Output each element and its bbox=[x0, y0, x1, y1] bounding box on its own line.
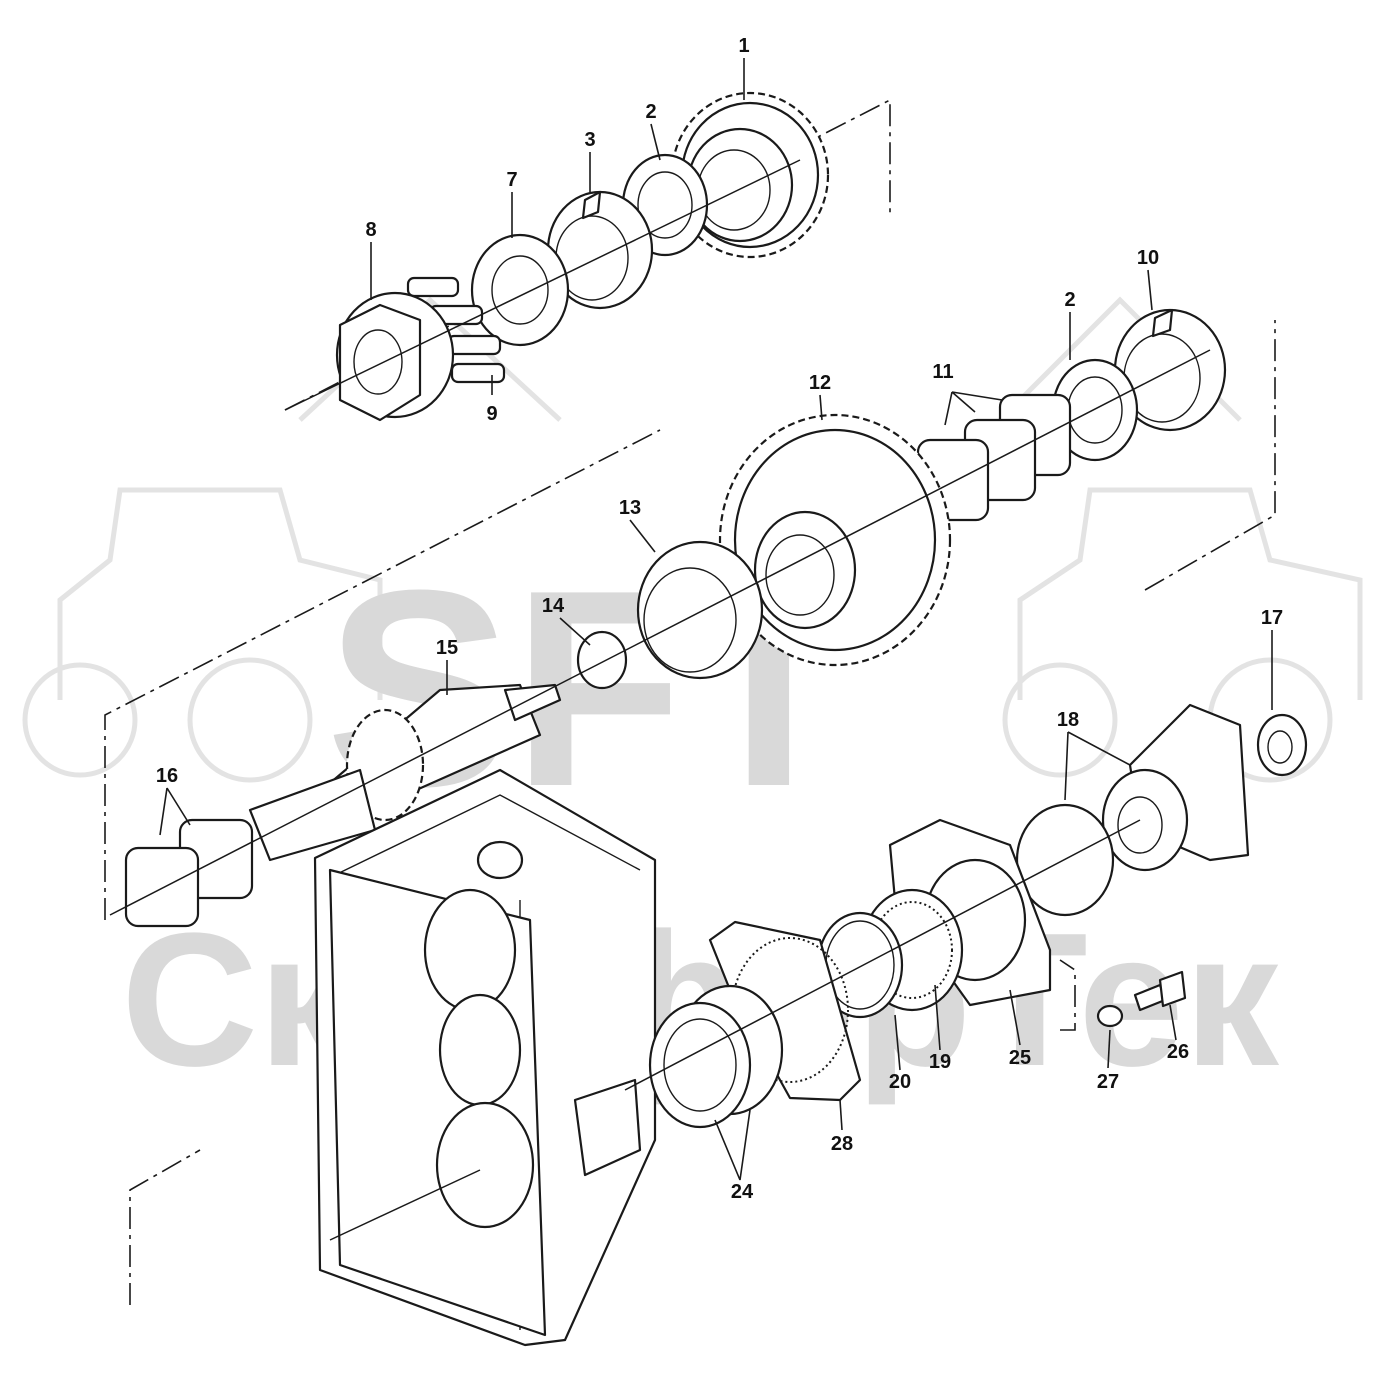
callout-24: 24 bbox=[731, 1181, 754, 1203]
callout-11: 11 bbox=[932, 361, 953, 383]
part-coupling-8 bbox=[335, 291, 455, 422]
callout-15: 15 bbox=[436, 637, 458, 659]
part-seal-17 bbox=[1256, 713, 1308, 777]
callout-25: 25 bbox=[1009, 1047, 1031, 1069]
callout-20: 20 bbox=[889, 1071, 911, 1093]
callout-18: 18 bbox=[1057, 709, 1079, 731]
callout-12: 12 bbox=[809, 372, 831, 394]
callout-27: 27 bbox=[1097, 1071, 1119, 1093]
callout-19: 19 bbox=[929, 1051, 951, 1073]
part-washer-27 bbox=[1096, 1004, 1124, 1028]
part-flange-18 bbox=[1101, 703, 1250, 872]
callout-28: 28 bbox=[831, 1133, 853, 1155]
callout-2-upper: 2 bbox=[645, 101, 656, 123]
upper-shaft-axis bbox=[284, 159, 801, 411]
callout-8: 8 bbox=[365, 219, 376, 241]
callout-7: 7 bbox=[506, 169, 517, 191]
part-bolt-26 bbox=[1133, 970, 1187, 1012]
callout-13: 13 bbox=[619, 497, 641, 519]
callout-2-middle: 2 bbox=[1064, 289, 1075, 311]
callout-3: 3 bbox=[584, 129, 595, 151]
middle-shaft-axis bbox=[109, 349, 1211, 916]
part-washer-7 bbox=[470, 233, 570, 347]
callout-1: 1 bbox=[738, 35, 749, 57]
callout-26: 26 bbox=[1167, 1041, 1189, 1063]
callout-14: 14 bbox=[542, 595, 565, 617]
callout-10: 10 bbox=[1137, 247, 1159, 269]
callout-9: 9 bbox=[486, 403, 497, 425]
output-axis bbox=[624, 819, 1141, 1091]
callout-16: 16 bbox=[156, 765, 178, 787]
part-springs-9 bbox=[406, 276, 506, 384]
part-gear-1 bbox=[670, 91, 830, 259]
housing-axis bbox=[329, 1169, 481, 1241]
part-gearbox-housing bbox=[313, 768, 657, 1347]
part-snap-ring-14 bbox=[576, 630, 628, 690]
callout-17: 17 bbox=[1261, 607, 1283, 629]
assembly-boundary-lines bbox=[104, 98, 1276, 1305]
callout-labels: 1 2 3 7 8 9 10 2 11 12 13 14 15 16 17 18… bbox=[156, 35, 1283, 1203]
leader-lines bbox=[159, 58, 1273, 1181]
part-needle-bearings-16 bbox=[124, 818, 254, 928]
part-sleeve-13 bbox=[636, 540, 764, 680]
part-gear-12 bbox=[718, 413, 952, 667]
part-shims-24 bbox=[648, 984, 784, 1129]
